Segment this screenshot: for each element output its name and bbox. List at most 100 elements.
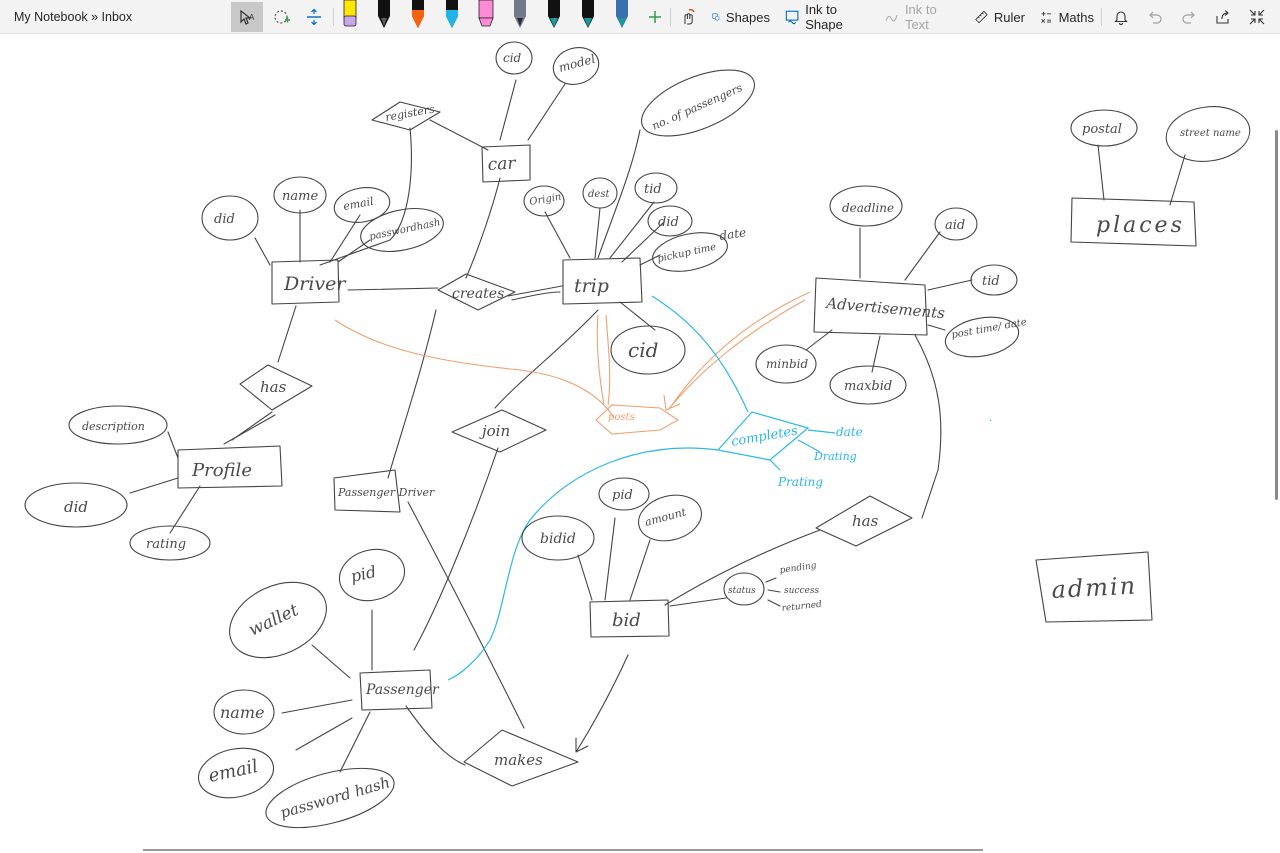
pen-teal-1[interactable] bbox=[543, 0, 565, 30]
undo-icon bbox=[1149, 11, 1162, 24]
attr-rating-profile-label: rating bbox=[146, 537, 186, 552]
attr-post-time-label: post time/ date bbox=[951, 317, 1028, 341]
attr-postal-ellipse bbox=[1070, 109, 1138, 147]
share-icon bbox=[1216, 10, 1229, 24]
entity-trip-label: trip bbox=[574, 275, 609, 297]
collapse-arrows-icon bbox=[1249, 9, 1265, 25]
touch-hand-icon bbox=[684, 8, 695, 25]
pen-gray-galaxy[interactable] bbox=[509, 0, 531, 30]
relationship-join-diamond bbox=[451, 409, 547, 453]
ruler-button[interactable]: Ruler bbox=[975, 2, 1025, 32]
entity-places-box bbox=[1070, 197, 1197, 247]
vertical-scrollbar[interactable] bbox=[1275, 130, 1278, 500]
attr-email-driver-ellipse bbox=[333, 187, 391, 223]
entity-car-box bbox=[481, 144, 531, 183]
attr-status-returned-label: returned bbox=[781, 600, 822, 614]
pen-cyan-icon bbox=[446, 0, 458, 28]
relationship-completes-label: completes bbox=[730, 423, 799, 449]
attr-tid-ad-label: tid bbox=[982, 274, 1000, 289]
attr-tid-trip-label: tid bbox=[644, 182, 662, 197]
attr-aid-ellipse bbox=[934, 207, 978, 241]
attr-password-hash-label: password hash bbox=[278, 773, 392, 822]
attr-origin-ellipse bbox=[523, 185, 565, 217]
maths-button[interactable]: Maths bbox=[1040, 2, 1094, 32]
attr-street-name-label: street name bbox=[1180, 128, 1241, 139]
pen-black-1[interactable] bbox=[373, 0, 395, 30]
maths-icon bbox=[1041, 11, 1052, 23]
attr-maxbid-ellipse bbox=[829, 365, 907, 405]
entity-advertisements-box bbox=[813, 277, 928, 336]
full-screen-button[interactable] bbox=[1243, 2, 1271, 32]
redo-button[interactable] bbox=[1175, 2, 1203, 32]
attr-pid-passenger-ellipse bbox=[338, 548, 406, 602]
attr-passwordhash-driver-ellipse bbox=[360, 208, 444, 252]
attr-pid-bid-label: pid bbox=[612, 488, 633, 503]
entity-driver-label: Driver bbox=[283, 273, 347, 295]
insert-space-button[interactable] bbox=[300, 2, 328, 32]
attr-rating-profile-ellipse bbox=[129, 525, 211, 561]
attr-tid-ad-ellipse bbox=[970, 264, 1018, 296]
attr-date-trip-label: date bbox=[718, 225, 746, 243]
connector-lines bbox=[129, 79, 1186, 773]
pen-pink-highlighter[interactable] bbox=[475, 0, 497, 30]
attr-amount-label: amount bbox=[643, 505, 688, 529]
ink-to-shape-button[interactable]: Ink to Shape bbox=[785, 2, 870, 32]
pen-teal-2[interactable] bbox=[577, 0, 599, 30]
highlighter-yellow-icon bbox=[343, 0, 357, 27]
entity-driver-box bbox=[271, 259, 340, 305]
attr-name-passenger-ellipse bbox=[213, 689, 275, 735]
pen-galaxy-gray-icon bbox=[514, 0, 526, 28]
attr-email-driver-label: email bbox=[342, 195, 375, 213]
ink-canvas[interactable]: car Driver trip Advertisements places Pr… bbox=[0, 35, 1280, 853]
attr-email-passenger-ellipse bbox=[197, 747, 275, 799]
entity-admin-box bbox=[1035, 551, 1153, 623]
attr-maxbid-label: maxbid bbox=[844, 379, 892, 394]
ink-to-text-icon bbox=[885, 14, 898, 22]
attr-tid-trip-ellipse bbox=[634, 172, 678, 204]
svg-text:A: A bbox=[249, 13, 255, 22]
attr-password-hash-ellipse bbox=[265, 767, 395, 829]
entity-admin-label: admin bbox=[1051, 572, 1138, 604]
breadcrumb[interactable]: My Notebook » Inbox bbox=[14, 10, 133, 24]
toolbar-separator bbox=[670, 8, 671, 26]
toolbar-separator bbox=[333, 8, 334, 26]
pen-galaxy-blue[interactable] bbox=[611, 0, 633, 30]
relationship-join-label: join bbox=[479, 422, 510, 440]
pen-orange[interactable] bbox=[407, 0, 429, 30]
share-button[interactable] bbox=[1209, 2, 1237, 32]
attr-did-profile-label: did bbox=[64, 498, 88, 516]
horizontal-scrollbar[interactable] bbox=[143, 849, 983, 851]
pen-galaxy-blue-icon bbox=[616, 0, 628, 28]
lasso-select-button[interactable] bbox=[267, 2, 297, 32]
pen-yellow-highlighter[interactable] bbox=[339, 0, 361, 30]
undo-button[interactable] bbox=[1141, 2, 1169, 32]
attr-minbid-ellipse bbox=[755, 344, 817, 384]
relationship-registers-label: registers bbox=[384, 102, 436, 124]
attr-status-pending-label: pending bbox=[779, 561, 817, 576]
ink-to-text-label: Ink to Text bbox=[904, 2, 937, 32]
touch-writing-button[interactable] bbox=[675, 2, 701, 32]
attr-name-passenger-label: name bbox=[220, 703, 264, 722]
attr-model-label: model bbox=[557, 52, 597, 75]
notifications-button[interactable] bbox=[1107, 2, 1135, 32]
entity-bid-label: bid bbox=[612, 610, 641, 631]
attr-postal-label: postal bbox=[1082, 122, 1122, 137]
ink-to-shape-icon bbox=[785, 10, 799, 25]
attr-amount-ellipse bbox=[638, 494, 702, 542]
relationship-has-ad-diamond bbox=[815, 495, 913, 547]
attr-cid-trip-label: cid bbox=[628, 338, 658, 362]
ink-to-text-button[interactable]: Ink to Text bbox=[884, 2, 960, 32]
attr-pid-passenger-label: pid bbox=[349, 562, 378, 586]
attr-completes-drating-label: Drating bbox=[813, 450, 857, 463]
attr-minbid-label: minbid bbox=[766, 357, 808, 371]
add-pen-button[interactable] bbox=[643, 2, 667, 32]
attr-did-trip-ellipse bbox=[647, 205, 693, 237]
cursor-text-icon: A bbox=[240, 9, 255, 25]
shapes-button[interactable]: Shapes bbox=[712, 2, 770, 32]
type-select-tool-button[interactable]: A bbox=[231, 2, 263, 32]
shapes-icon bbox=[712, 13, 720, 21]
orange-ink-strokes bbox=[334, 291, 811, 435]
pen-cyan[interactable] bbox=[441, 0, 463, 30]
redo-icon bbox=[1182, 11, 1195, 24]
attr-name-driver-label: name bbox=[282, 189, 318, 204]
